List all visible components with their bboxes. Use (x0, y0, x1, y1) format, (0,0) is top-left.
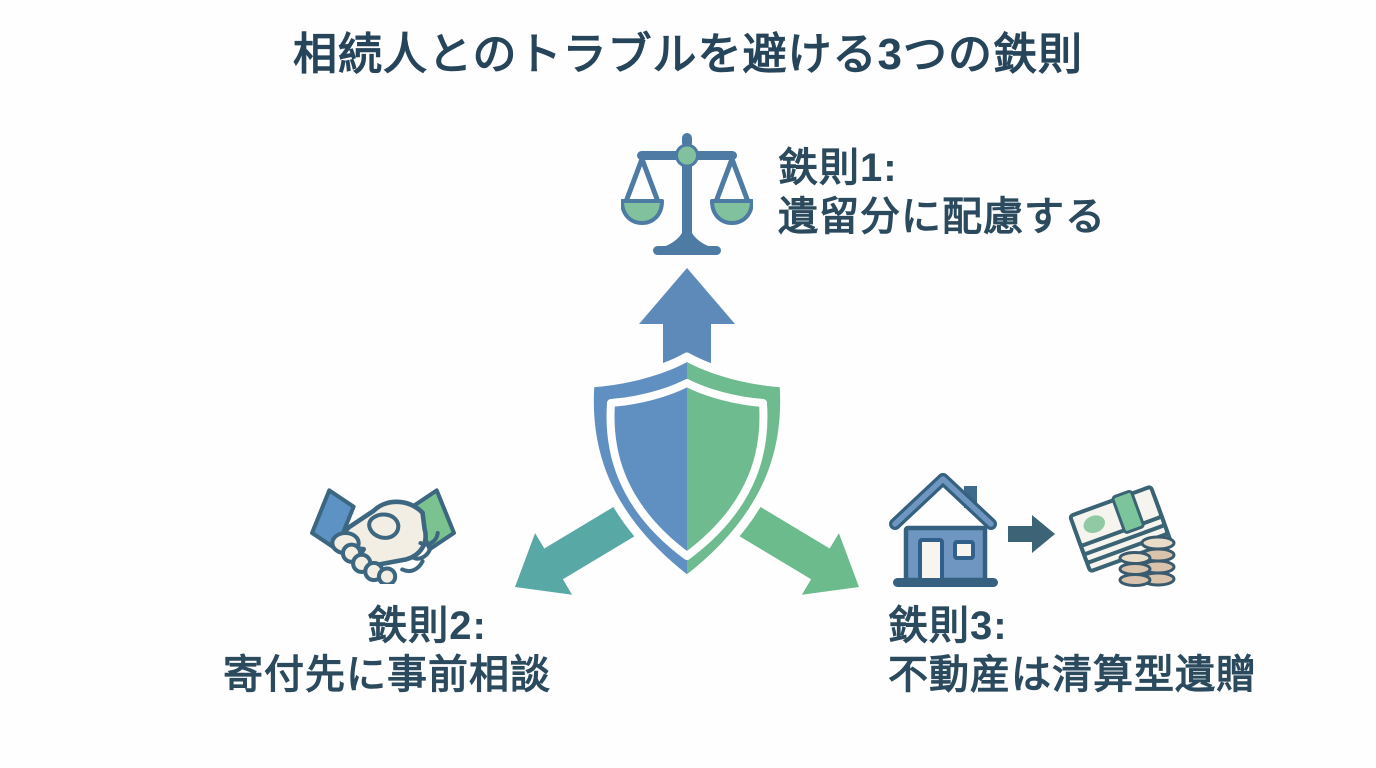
rule-3-label: 鉄則3: (888, 604, 1008, 648)
rule-1-desc: 遺留分に配慮する (778, 195, 1106, 239)
page-title: 相続人とのトラブルを避ける3つの鉄則 (292, 30, 1084, 79)
shield-icon (515, 268, 859, 595)
rule-2-label: 鉄則2: (367, 604, 487, 648)
handshake-icon (310, 488, 456, 584)
scales-of-justice-icon (621, 133, 753, 255)
rule-2-desc: 寄付先に事前相談 (223, 653, 551, 697)
house-to-money-icon (889, 473, 1176, 587)
house-icon (889, 473, 998, 587)
coins-icon (1118, 535, 1176, 587)
left-arrow-icon (515, 496, 650, 595)
right-arrow-icon (724, 496, 859, 595)
rule-2-text: 鉄則2: 寄付先に事前相談 (148, 602, 626, 700)
rule-1-text: 鉄則1: 遺留分に配慮する (778, 144, 1106, 242)
money-icon (1068, 485, 1176, 587)
up-arrow-icon (639, 268, 735, 380)
transfer-arrow-icon (1008, 515, 1055, 553)
rule-1-label: 鉄則1: (778, 146, 898, 190)
rule-3-text: 鉄則3: 不動産は清算型遺贈 (888, 602, 1257, 700)
rule-3-desc: 不動産は清算型遺贈 (888, 653, 1257, 697)
